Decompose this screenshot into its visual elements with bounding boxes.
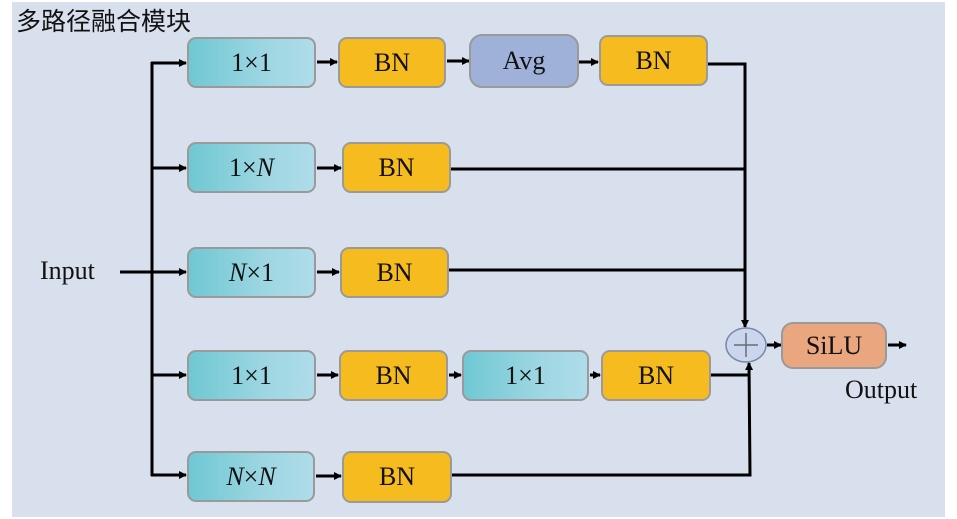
bn-block: BN	[342, 451, 452, 503]
conv-1x1-block: 1×1	[462, 350, 589, 401]
diagram-background	[12, 2, 945, 517]
merge-line-1	[708, 62, 749, 328]
conv-1x1-block: 1×1	[187, 350, 316, 401]
avg-pool-block: Avg	[469, 34, 579, 88]
conv-1xN-block: 1×N	[187, 142, 316, 193]
conv-NxN-block: N×N	[187, 451, 315, 502]
bn-block: BN	[342, 142, 451, 193]
merge-line-5	[452, 362, 754, 477]
bn-block: BN	[340, 247, 449, 298]
bn-block: BN	[599, 35, 708, 86]
conv-Nx1-block: N×1	[187, 247, 316, 298]
output-label: Output	[845, 375, 918, 404]
conv-1x1-block: 1×1	[187, 37, 316, 88]
sum-node	[725, 327, 767, 363]
input-label: Input	[40, 256, 95, 285]
diagram-title: 多路径融合模块	[16, 7, 192, 36]
bn-block: BN	[339, 350, 448, 401]
bn-block: BN	[601, 350, 711, 401]
bn-block: BN	[338, 37, 446, 88]
silu-activation-block: SiLU	[781, 322, 887, 369]
